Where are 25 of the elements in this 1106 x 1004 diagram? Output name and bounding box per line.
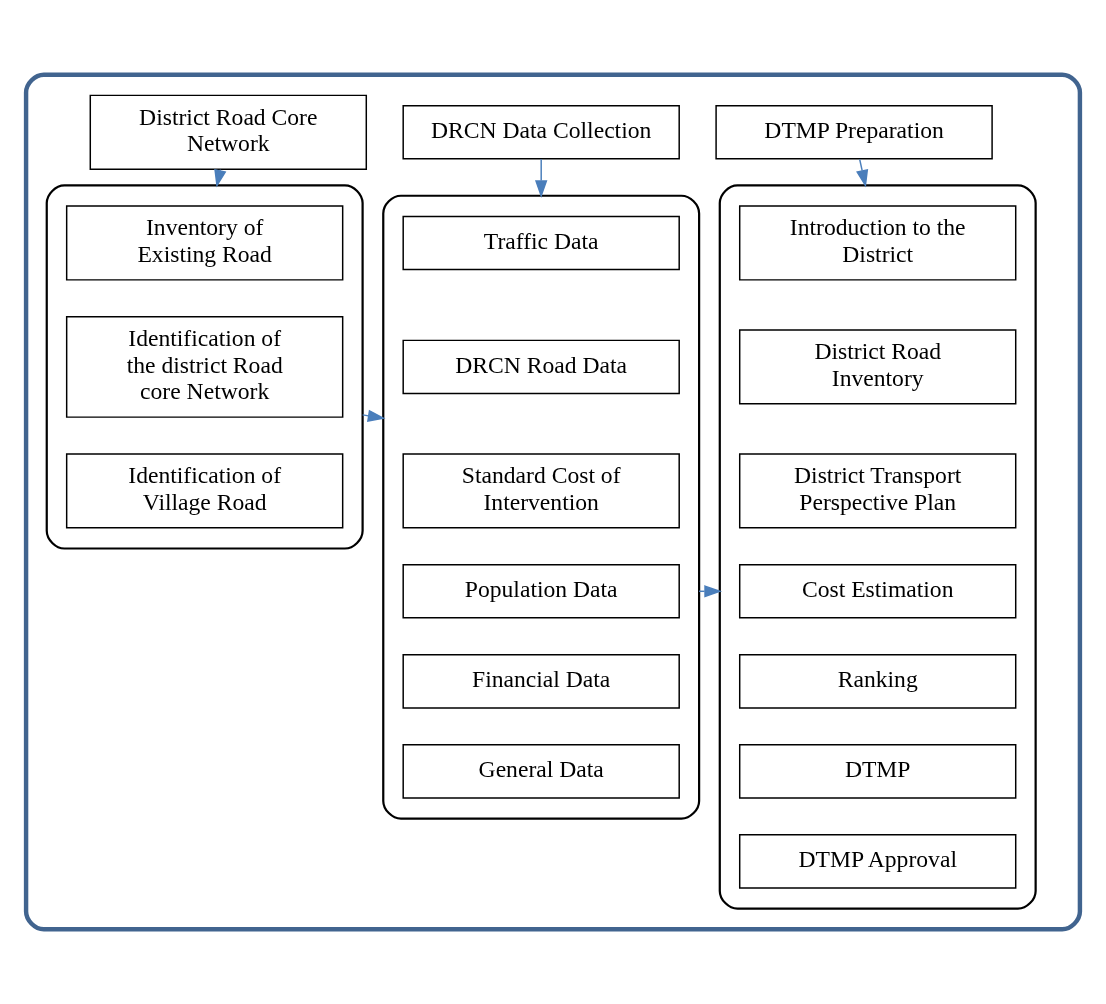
node-box: DTMP Approval — [738, 834, 1017, 889]
node-box: Financial Data — [402, 654, 680, 709]
node-box: Cost Estimation — [738, 564, 1017, 619]
node-box: Identification of the district Road core Network — [65, 316, 344, 418]
arrow — [535, 158, 548, 198]
node-box: District Road Inventory — [738, 329, 1017, 405]
node-box: DRCN Road Data — [402, 339, 680, 395]
node-box: DRCN Data Collection — [402, 104, 680, 160]
node-box: Standard Cost of Intervention — [402, 453, 680, 529]
cluster — [23, 72, 1083, 932]
cluster — [45, 184, 364, 550]
arrow — [856, 158, 869, 188]
node-box: Introduction to the District — [738, 205, 1017, 281]
cluster — [382, 194, 701, 820]
cluster — [718, 184, 1037, 910]
node-box: District Transport Perspective Plan — [738, 453, 1017, 529]
node-box: Identification of Village Road — [65, 453, 344, 529]
node-box: Inventory of Existing Road — [65, 205, 344, 281]
node-box: Ranking — [738, 654, 1017, 709]
arrow — [361, 409, 386, 422]
node-box: Traffic Data — [402, 215, 680, 271]
node-box: Population Data — [402, 564, 680, 619]
node-box: DTMP Preparation — [715, 104, 993, 160]
node-box: DTMP — [738, 744, 1017, 799]
node-box: General Data — [402, 744, 680, 799]
